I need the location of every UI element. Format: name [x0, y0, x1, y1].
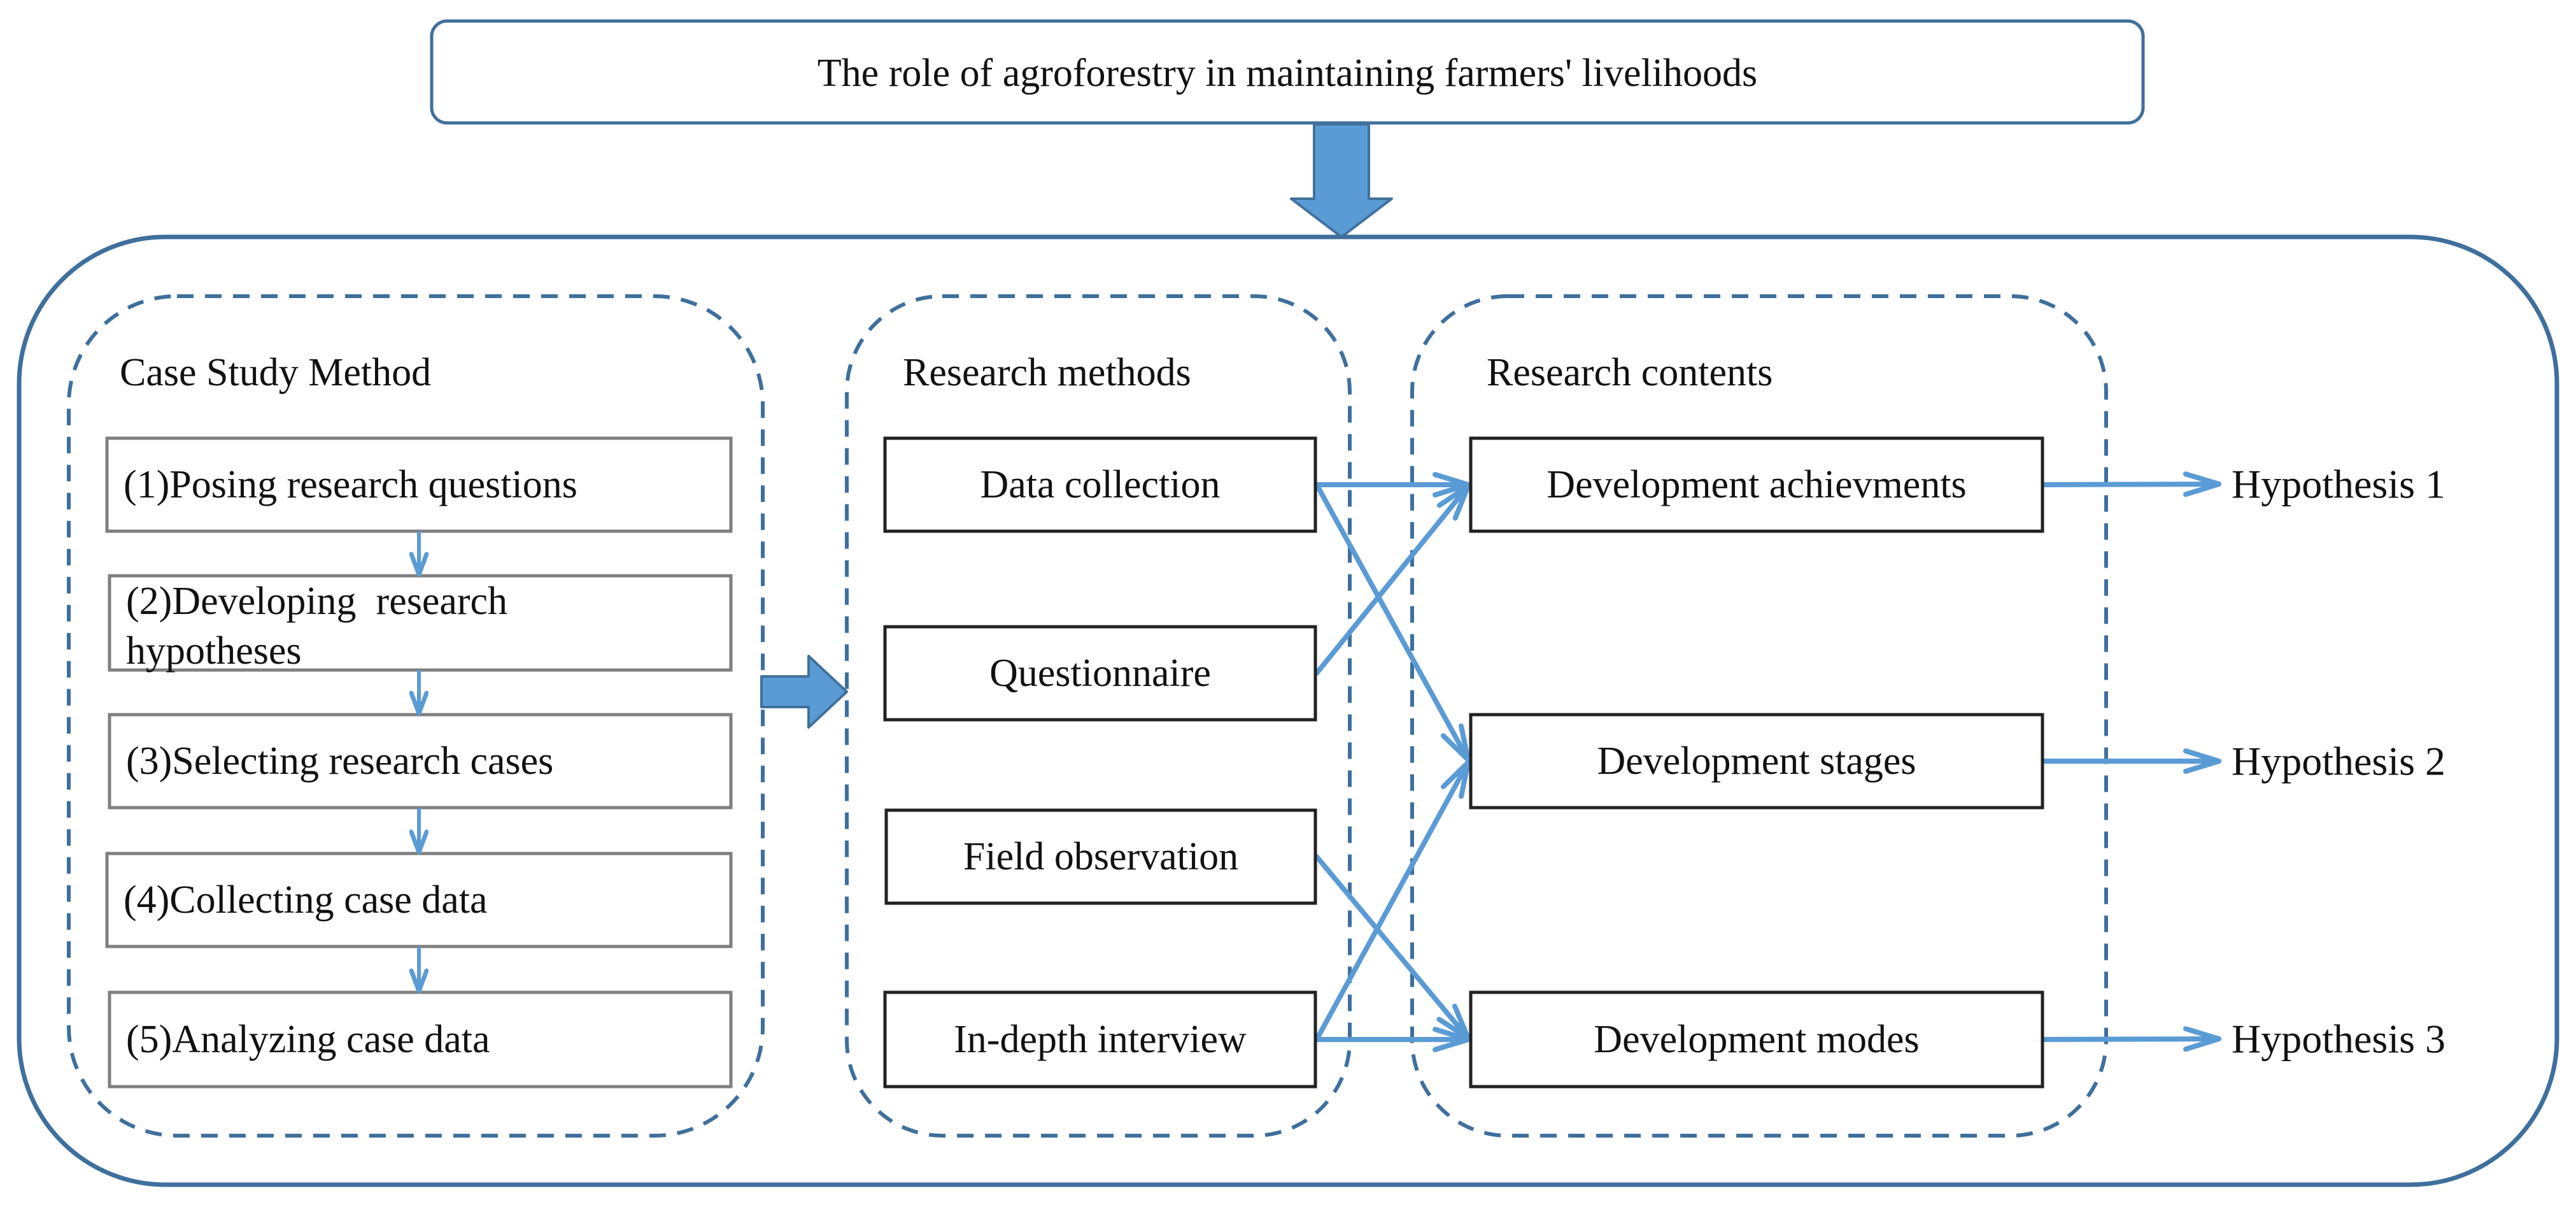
case-study-step-4: (4)Collecting case data	[105, 852, 733, 948]
research-content-label: Development modes	[1594, 1018, 1919, 1061]
case-study-panel	[67, 294, 765, 1138]
hypothesis-3: Hypothesis 3	[2232, 1017, 2445, 1062]
research-methods-heading: Research methods	[903, 351, 1191, 394]
research-content-label: Development achievments	[1546, 463, 1966, 506]
panel-connector-arrow	[760, 655, 848, 729]
research-method-box-1: Data collection	[883, 436, 1317, 533]
research-method-label: Field observation	[963, 835, 1238, 878]
case-study-step-label: (4)Collecting case data	[124, 878, 488, 922]
case-study-steps: (1)Posing research questions (2)Developin…	[105, 436, 733, 1089]
research-methods-panel	[845, 294, 1352, 1138]
research-contents-heading: Research contents	[1487, 351, 1773, 394]
link-arrow-m3-c3	[1314, 854, 1471, 1041]
hypotheses-list: Hypothesis 1 Hypothesis 2 Hypothesis 3	[2232, 462, 2445, 1062]
hypothesis-1: Hypothesis 1	[2232, 462, 2445, 507]
case-study-step-label: (5)Analyzing case data	[126, 1018, 490, 1061]
research-method-box-3: Field observation	[884, 808, 1317, 905]
research-content-box-2: Development stages	[1469, 713, 2044, 810]
research-method-box-2: Questionnaire	[883, 625, 1317, 722]
case-study-step-1: (1)Posing research questions	[105, 436, 733, 533]
link-arrow-m2-c1	[1314, 483, 1471, 676]
hypothesis-2: Hypothesis 2	[2232, 739, 2445, 784]
case-study-step-label: (2)Developing research	[126, 580, 507, 623]
case-study-heading: Case Study Method	[120, 351, 431, 394]
research-content-box-3: Development modes	[1469, 990, 2044, 1089]
case-study-step-3: (3)Selecting research cases	[108, 713, 733, 810]
case-study-step-label: (3)Selecting research cases	[126, 739, 553, 783]
diagram-title: The role of agroforestry in maintaining …	[817, 52, 1757, 95]
title-down-arrow	[1290, 123, 1393, 238]
case-study-step-label: (1)Posing research questions	[124, 463, 577, 506]
case-study-step-5: (5)Analyzing case data	[108, 990, 733, 1089]
case-study-step-label: hypotheses	[126, 629, 302, 673]
link-arrow-m1-c2	[1314, 482, 1471, 762]
research-method-box-4: In-depth interview	[883, 990, 1317, 1089]
research-method-label: Data collection	[980, 463, 1221, 506]
case-study-step-2: (2)Developing research hypotheses	[108, 574, 733, 673]
research-method-label: Questionnaire	[989, 652, 1211, 695]
title-box: The role of agroforestry in maintaining …	[430, 19, 2145, 125]
research-content-box-1: Development achievments	[1469, 436, 2044, 533]
link-arrow-c1-h1	[2041, 471, 2221, 497]
research-method-label: In-depth interview	[954, 1018, 1247, 1061]
links-layer	[1314, 471, 2221, 1052]
research-content-label: Development stages	[1597, 739, 1916, 783]
outer-frame	[17, 234, 2559, 1187]
link-arrow-m4-c2	[1314, 760, 1471, 1042]
